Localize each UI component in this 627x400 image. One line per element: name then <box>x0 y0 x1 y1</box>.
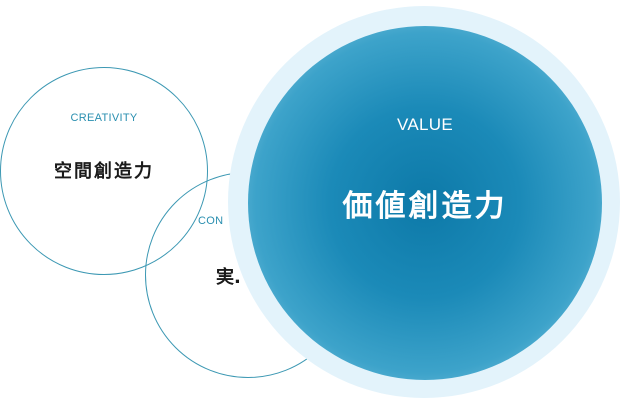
creativity-label-jp: 空間創造力 <box>54 161 154 182</box>
value-circle <box>248 26 602 380</box>
creativity-circle <box>0 67 208 275</box>
value-label-en: VALUE <box>397 115 453 134</box>
creativity-label-en: CREATIVITY <box>70 112 138 124</box>
construction-label-jp: 実. <box>216 267 241 288</box>
construction-label-en: CON <box>198 215 224 227</box>
value-label-jp: 価値創造力 <box>342 189 508 224</box>
